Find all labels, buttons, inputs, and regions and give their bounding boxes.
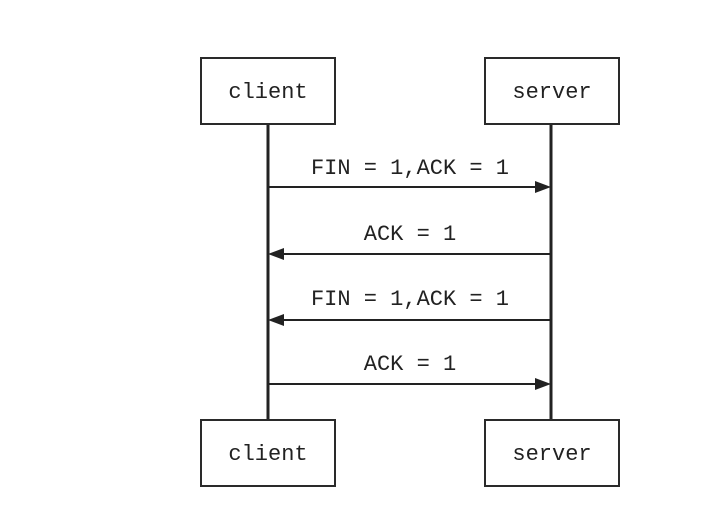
message-4: ACK = 1 [268,352,551,390]
client-label-top: client [228,80,307,105]
client-label-bottom: client [228,442,307,467]
arrow-left-icon [268,248,284,260]
message-3: FIN = 1,ACK = 1 [268,287,551,326]
server-box-top: server [484,57,620,125]
server-label-bottom: server [512,442,591,467]
message-2-label: ACK = 1 [364,222,456,247]
arrow-right-icon [535,181,551,193]
server-label-top: server [512,80,591,105]
client-box-bottom: client [200,419,336,487]
message-1-label: FIN = 1,ACK = 1 [311,156,509,181]
message-2: ACK = 1 [268,222,551,260]
message-3-label: FIN = 1,ACK = 1 [311,287,509,312]
arrow-right-icon [535,378,551,390]
message-1: FIN = 1,ACK = 1 [268,156,551,193]
arrow-left-icon [268,314,284,326]
client-box-top: client [200,57,336,125]
message-4-label: ACK = 1 [364,352,456,377]
server-box-bottom: server [484,419,620,487]
